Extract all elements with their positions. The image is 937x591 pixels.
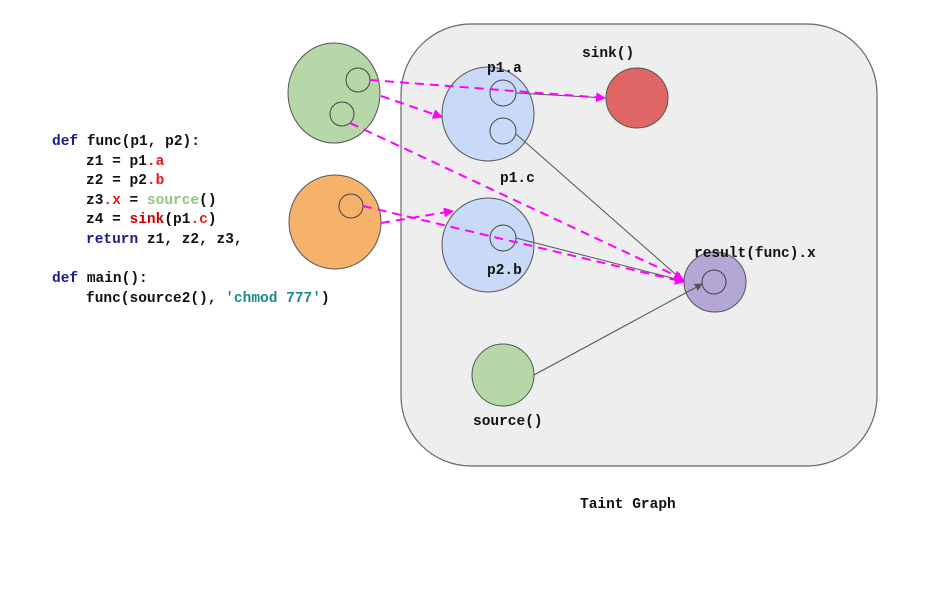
- code-token: 'chmod 777': [225, 290, 321, 307]
- code-token: z1 = p1: [86, 153, 147, 170]
- parameter-node-p2: [441, 197, 535, 293]
- code-token: z1, z2, z3,: [146, 231, 243, 248]
- label-p1-a: p1.a: [487, 61, 522, 77]
- label-source: source(): [473, 414, 543, 430]
- parameter-node-p1: [441, 66, 535, 162]
- argument-field-2: [329, 101, 355, 127]
- edge-source-to-result-x: [533, 283, 703, 376]
- taint-edge-arg1-to-p1: [380, 95, 443, 119]
- source-node: [471, 343, 535, 407]
- code-line: z3.x = source(): [52, 192, 330, 212]
- code-token: =: [120, 192, 147, 209]
- code-line: z1 = p1.a: [52, 153, 330, 173]
- label-p2-b: p2.b: [487, 263, 522, 279]
- code-token: .x: [103, 192, 121, 209]
- edge-p2b-to-result: [515, 237, 685, 284]
- sink-node: [605, 67, 669, 129]
- code-token: return: [86, 231, 147, 248]
- argument-node-1: [287, 42, 381, 144]
- argument-node-2: [288, 174, 382, 270]
- taint-edge-arg2-field1-to-result: [362, 205, 685, 285]
- code-token: (): [199, 192, 217, 209]
- code-token: .a: [146, 153, 165, 170]
- taint-edge-arg2-to-p2: [380, 207, 454, 224]
- code-token: main():: [86, 271, 148, 288]
- diagram-caption: Taint Graph: [580, 497, 676, 513]
- edge-p1c-to-result: [515, 133, 683, 281]
- code-token: .c: [190, 212, 208, 229]
- label-p1-c: p1.c: [500, 171, 535, 187]
- code-token: z4 =: [86, 212, 130, 229]
- field-result-x: [701, 269, 727, 295]
- code-token: z3: [86, 192, 104, 209]
- field-p1-c: [489, 117, 517, 145]
- code-token: source: [146, 192, 200, 209]
- code-token: (p1: [164, 212, 191, 229]
- code-line: def main():: [52, 270, 330, 290]
- code-line: z2 = p2.b: [52, 172, 330, 192]
- taint-edge-arg1-field2-to-result: [349, 122, 684, 280]
- code-line: func(source2(), 'chmod 777'): [52, 290, 330, 310]
- code-token: func(p1, p2):: [86, 134, 200, 150]
- code-token: ): [207, 212, 217, 229]
- taint-edge-arg1-field1-to-sink: [369, 79, 606, 103]
- code-token: sink: [129, 212, 165, 229]
- edge-p1a-to-sink: [515, 92, 607, 99]
- code-token: .b: [146, 173, 165, 190]
- code-token: ): [320, 290, 330, 307]
- label-sink: sink(): [582, 46, 634, 62]
- code-line: return z1, z2, z3,: [52, 231, 330, 251]
- label-result: result(func).x: [694, 246, 816, 262]
- code-token: z2 = p2: [86, 173, 147, 190]
- code-line: def func(p1, p2):: [52, 133, 330, 153]
- code-line: z4 = sink(p1.c): [52, 211, 330, 231]
- code-token: def: [52, 271, 87, 288]
- code-token: func(source2(),: [86, 290, 226, 307]
- code-token: def: [52, 134, 87, 150]
